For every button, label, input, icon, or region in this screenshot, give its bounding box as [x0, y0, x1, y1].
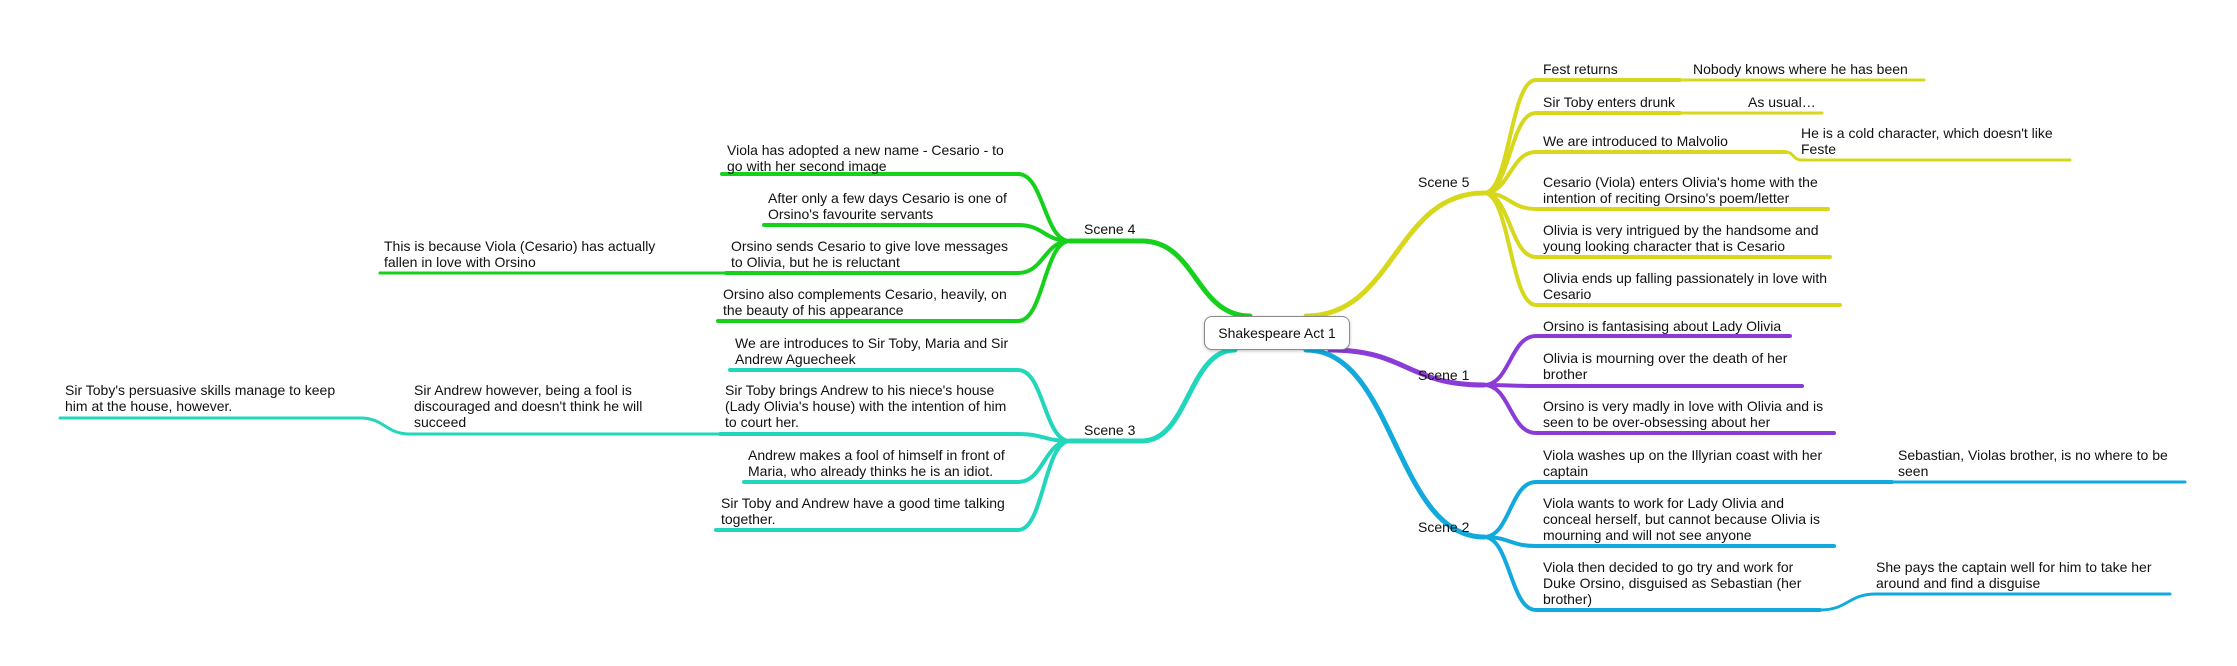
scene-3-topic-3[interactable]: Andrew makes a fool of himself in front … [748, 447, 1005, 479]
scene-4-branch [1067, 238, 1253, 319]
scene-2-link-1 [1482, 480, 1894, 539]
scene-2-topic-3[interactable]: Viola then decided to go try and work fo… [1543, 559, 1802, 607]
scene-5-topic-5[interactable]: Olivia is very intrigued by the handsome… [1543, 222, 1819, 254]
scene-3-sub-1[interactable]: Sir Andrew however, being a fool is disc… [414, 382, 643, 430]
scene-5-sub-2[interactable]: As usual… [1748, 94, 1816, 110]
scene-2-topic-2[interactable]: Viola wants to work for Lady Olivia and … [1543, 495, 1821, 543]
scene-2-label[interactable]: Scene 2 [1418, 519, 1470, 535]
scene-1-topic-3[interactable]: Orsino is very madly in love with Olivia… [1543, 398, 1824, 430]
scene-1-topic-1[interactable]: Orsino is fantasising about Lady Olivia [1543, 318, 1782, 334]
scene-5-link-6 [1482, 191, 1842, 307]
scene-5-sub-1[interactable]: Nobody knows where he has been [1693, 61, 1908, 77]
central-topic[interactable]: Shakespeare Act 1 [1204, 316, 1350, 350]
scene-3-topic-2[interactable]: Sir Toby brings Andrew to his niece's ho… [725, 382, 1007, 430]
scene-4-label[interactable]: Scene 4 [1084, 221, 1136, 237]
scene-3-link-2 [718, 432, 1072, 443]
scene-3-label[interactable]: Scene 3 [1084, 422, 1136, 438]
scene-3-topic-4[interactable]: Sir Toby and Andrew have a good time tal… [721, 495, 1005, 527]
scene-5-topic-1[interactable]: Fest returns [1543, 61, 1618, 77]
scene-1-link-3 [1482, 383, 1836, 435]
scene-4-link-1 [720, 172, 1072, 243]
scene-5-sub-3[interactable]: He is a cold character, which doesn't li… [1801, 125, 2053, 157]
scene-5-topic-3[interactable]: We are introduced to Malvolio [1543, 133, 1728, 149]
scene-4-link-4 [716, 239, 1072, 323]
scene-5-topic-6[interactable]: Olivia ends up falling passionately in l… [1543, 270, 1828, 302]
scene-1-label[interactable]: Scene 1 [1418, 367, 1470, 383]
scene-2-sub-2[interactable]: She pays the captain well for him to tak… [1876, 559, 2152, 591]
scene-3-topic-1[interactable]: We are introduces to Sir Toby, Maria and… [735, 335, 1009, 367]
scene-5-label[interactable]: Scene 5 [1418, 174, 1470, 190]
scene-4-topic-3[interactable]: Orsino sends Cesario to give love messag… [731, 238, 1009, 270]
scene-1-link-1 [1482, 334, 1792, 387]
scene-1-branch [1327, 347, 1487, 388]
scene-4-topic-1[interactable]: Viola has adopted a new name - Cesario -… [727, 142, 1004, 174]
scene-3-branch [1067, 347, 1238, 444]
scene-3-link-1 [728, 368, 1072, 443]
scene-2-branch [1303, 347, 1487, 540]
scene-3-sub-2[interactable]: Sir Toby's persuasive skills manage to k… [65, 382, 336, 414]
scene-5-sub-link-3 [1784, 150, 2072, 162]
scene-5-topic-2[interactable]: Sir Toby enters drunk [1543, 94, 1676, 110]
scene-2-sub-1[interactable]: Sebastian, Violas brother, is no where t… [1898, 447, 2168, 479]
scene-4-sub-1[interactable]: This is because Viola (Cesario) has actu… [384, 238, 656, 270]
scene-3-sub-link-2 [58, 416, 412, 436]
scene-5-link-3 [1482, 150, 1788, 195]
scene-5-topic-4[interactable]: Cesario (Viola) enters Olivia's home wit… [1543, 174, 1818, 206]
scene-4-topic-4[interactable]: Orsino also complements Cesario, heavily… [723, 286, 1007, 318]
scene-3-link-4 [714, 439, 1072, 532]
scene-2-topic-1[interactable]: Viola washes up on the Illyrian coast wi… [1543, 447, 1823, 479]
scene-1-link-2 [1482, 383, 1804, 388]
scene-2-link-3 [1482, 535, 1822, 612]
scene-1-topic-2[interactable]: Olivia is mourning over the death of her… [1543, 350, 1788, 382]
scene-5-branch [1303, 190, 1487, 319]
scene-4-topic-2[interactable]: After only a few days Cesario is one of … [768, 190, 1007, 222]
scene-2-sub-link-2 [1818, 592, 2172, 612]
